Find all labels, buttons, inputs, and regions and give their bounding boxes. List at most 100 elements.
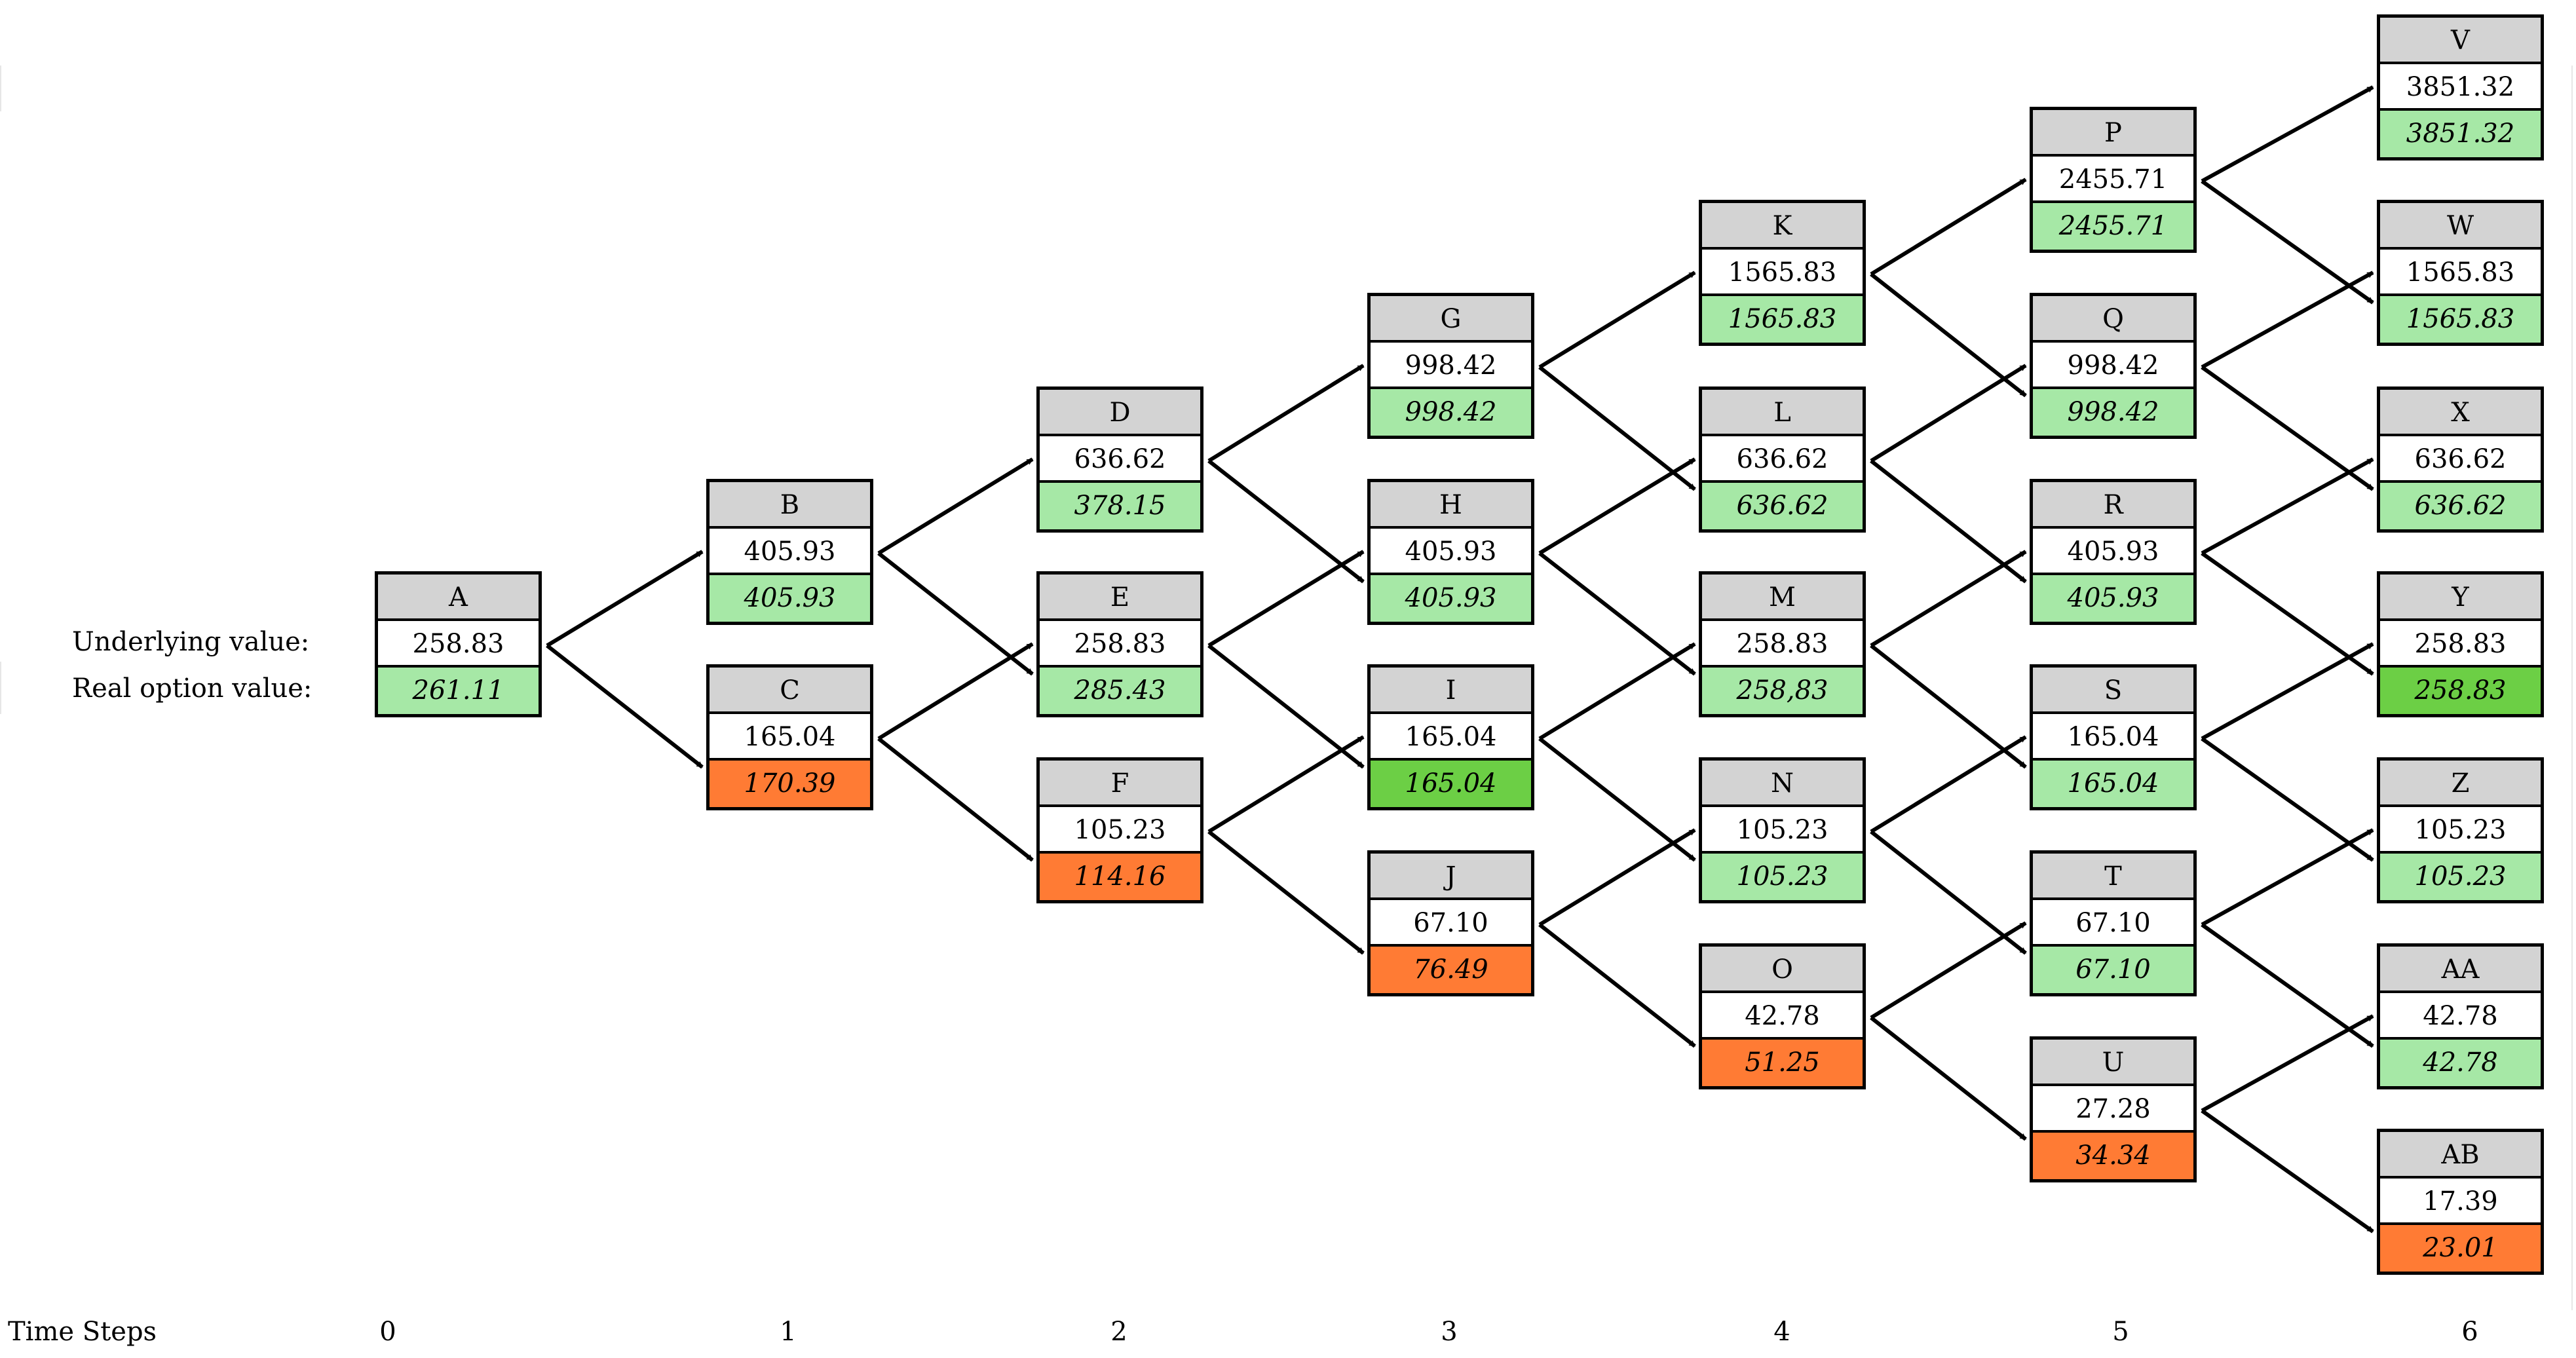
node-label: H: [1371, 482, 1531, 529]
node-label: N: [1702, 761, 1863, 807]
node-option-value: 114.16: [1040, 854, 1200, 900]
node-label: A: [378, 575, 539, 621]
node-option-value: 998.42: [2033, 389, 2193, 436]
node-option-value: 105.23: [1702, 854, 1863, 900]
node-option-value: 636.62: [2380, 483, 2541, 529]
arrow-o-to-u: [1870, 1016, 2027, 1141]
node-label: AB: [2380, 1132, 2541, 1179]
node-label: M: [1702, 575, 1863, 621]
node-underlying-value: 27.28: [2033, 1086, 2193, 1133]
underlying-value-label: Underlying value:: [72, 627, 310, 657]
node-underlying-value: 636.62: [2380, 436, 2541, 483]
node-option-value: 405.93: [2033, 575, 2193, 622]
arrow-t-to-aa: [2201, 923, 2374, 1048]
node-option-value: 42.78: [2380, 1040, 2541, 1086]
node-label: P: [2033, 110, 2193, 157]
time-step-tick: 3: [1441, 1317, 1458, 1347]
node-underlying-value: 258.83: [2380, 621, 2541, 668]
node-option-value: 3851.32: [2380, 111, 2541, 157]
node-label: K: [1702, 203, 1863, 250]
left-edge-mark-top: [0, 66, 1, 111]
arrow-b-to-e: [877, 552, 1034, 676]
node-option-value: 258,83: [1702, 668, 1863, 714]
node-underlying-value: 165.04: [710, 714, 870, 761]
node-label: D: [1040, 390, 1200, 436]
node-underlying-value: 258.83: [378, 621, 539, 668]
arrow-r-to-y: [2201, 552, 2374, 676]
node-option-value: 34.34: [2033, 1133, 2193, 1179]
node-option-value: 51.25: [1702, 1040, 1863, 1086]
node-underlying-value: 165.04: [1371, 714, 1531, 761]
node-underlying-value: 1565.83: [2380, 250, 2541, 296]
arrow-g-to-l: [1538, 366, 1696, 491]
node-option-value: 105.23: [2380, 854, 2541, 900]
node-underlying-value: 258.83: [1040, 621, 1200, 668]
arrow-s-to-z: [2201, 737, 2374, 862]
node-underlying-value: 17.39: [2380, 1179, 2541, 1225]
node-underlying-value: 636.62: [1040, 436, 1200, 483]
node-label: Z: [2380, 761, 2541, 807]
node-label: F: [1040, 761, 1200, 807]
node-underlying-value: 1565.83: [1702, 250, 1863, 296]
node-label: I: [1371, 668, 1531, 714]
node-option-value: 405.93: [710, 575, 870, 622]
node-option-value: 261.11: [378, 668, 539, 714]
arrow-d-to-h: [1207, 459, 1365, 584]
node-underlying-value: 636.62: [1702, 436, 1863, 483]
node-underlying-value: 105.23: [1040, 807, 1200, 854]
node-label: B: [710, 482, 870, 529]
node-underlying-value: 405.93: [1371, 529, 1531, 575]
right-edge-mark: [2571, 66, 2573, 1310]
arrow-u-to-ab: [2201, 1109, 2374, 1234]
node-label: W: [2380, 203, 2541, 250]
arrow-i-to-m: [1538, 642, 1696, 741]
arrow-a-to-b: [546, 550, 704, 648]
arrow-f-to-j: [1207, 830, 1365, 955]
arrow-g-to-k: [1538, 271, 1696, 369]
time-steps-label: Time Steps: [8, 1317, 157, 1347]
node-label: AA: [2380, 947, 2541, 993]
node-underlying-value: 42.78: [1702, 993, 1863, 1040]
node-label: U: [2033, 1040, 2193, 1086]
node-label: E: [1040, 575, 1200, 621]
node-option-value: 1565.83: [2380, 296, 2541, 343]
node-underlying-value: 998.42: [1371, 343, 1531, 389]
arrow-f-to-i: [1207, 735, 1365, 834]
time-step-tick: 6: [2461, 1317, 2478, 1347]
arrow-b-to-d: [877, 457, 1034, 556]
node-option-value: 405.93: [1371, 575, 1531, 622]
node-option-value: 76.49: [1371, 947, 1531, 993]
node-label: T: [2033, 854, 2193, 900]
arrow-k-to-p: [1870, 178, 2027, 276]
node-option-value: 998.42: [1371, 389, 1531, 436]
arrow-n-to-t: [1870, 830, 2027, 955]
arrow-e-to-h: [1207, 550, 1365, 648]
arrow-m-to-r: [1870, 550, 2027, 648]
node-label: X: [2380, 390, 2541, 436]
arrow-m-to-s: [1870, 644, 2027, 769]
node-option-value: 165.04: [2033, 761, 2193, 807]
node-option-value: 258.83: [2380, 668, 2541, 714]
node-underlying-value: 67.10: [2033, 900, 2193, 947]
arrow-c-to-e: [877, 642, 1034, 741]
left-edge-mark-bottom: [0, 662, 1, 714]
arrow-r-to-x: [2201, 457, 2374, 556]
